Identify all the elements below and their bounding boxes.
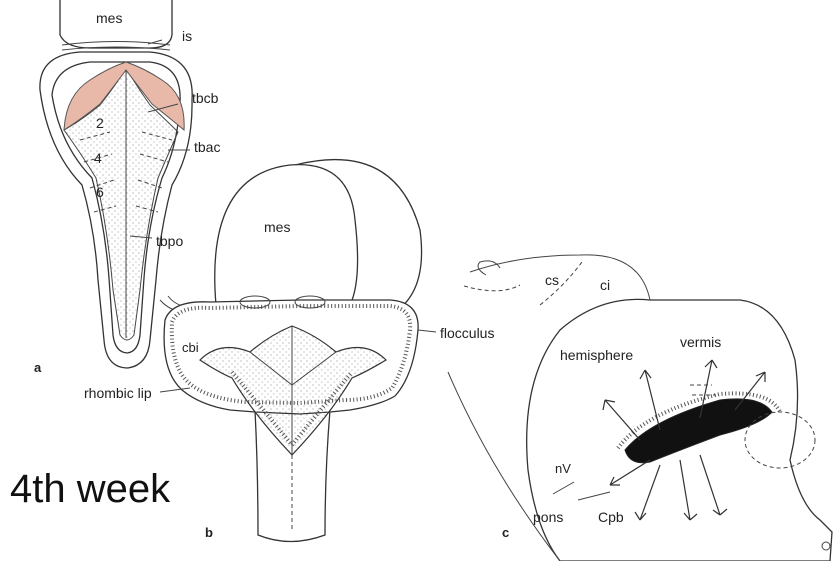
label-6: 6 — [96, 184, 104, 200]
c-upper-outline — [470, 255, 650, 300]
label-vermis: vermis — [680, 334, 721, 350]
label-4: 4 — [94, 150, 102, 166]
panel-label-c: c — [502, 525, 509, 540]
label-tbcb: tbcb — [192, 90, 219, 106]
label-tbpo: tbpo — [156, 233, 183, 249]
label-flocculus: flocculus — [440, 325, 494, 341]
panel-c-drawing — [448, 255, 832, 561]
label-pons: pons — [533, 509, 563, 525]
panel-label-a: a — [34, 360, 42, 375]
label-rhombic-lip: rhombic lip — [84, 385, 152, 401]
label-cs: cs — [545, 272, 559, 288]
label-nV: nV — [555, 461, 571, 476]
caption-4th-week: 4th week — [10, 467, 171, 511]
label-tbac: tbac — [194, 139, 220, 155]
label-cbi: cbi — [182, 340, 199, 355]
label-ci: ci — [600, 277, 610, 293]
label-is: is — [182, 28, 192, 44]
label-Cpb: Cpb — [598, 509, 624, 525]
label-mes-a: mes — [96, 10, 122, 26]
panel-label-b: b — [205, 525, 213, 540]
panel-b-drawing — [160, 160, 436, 542]
label-2: 2 — [96, 115, 104, 131]
label-mes-b: mes — [264, 219, 290, 235]
label-hemisphere: hemisphere — [560, 347, 633, 363]
